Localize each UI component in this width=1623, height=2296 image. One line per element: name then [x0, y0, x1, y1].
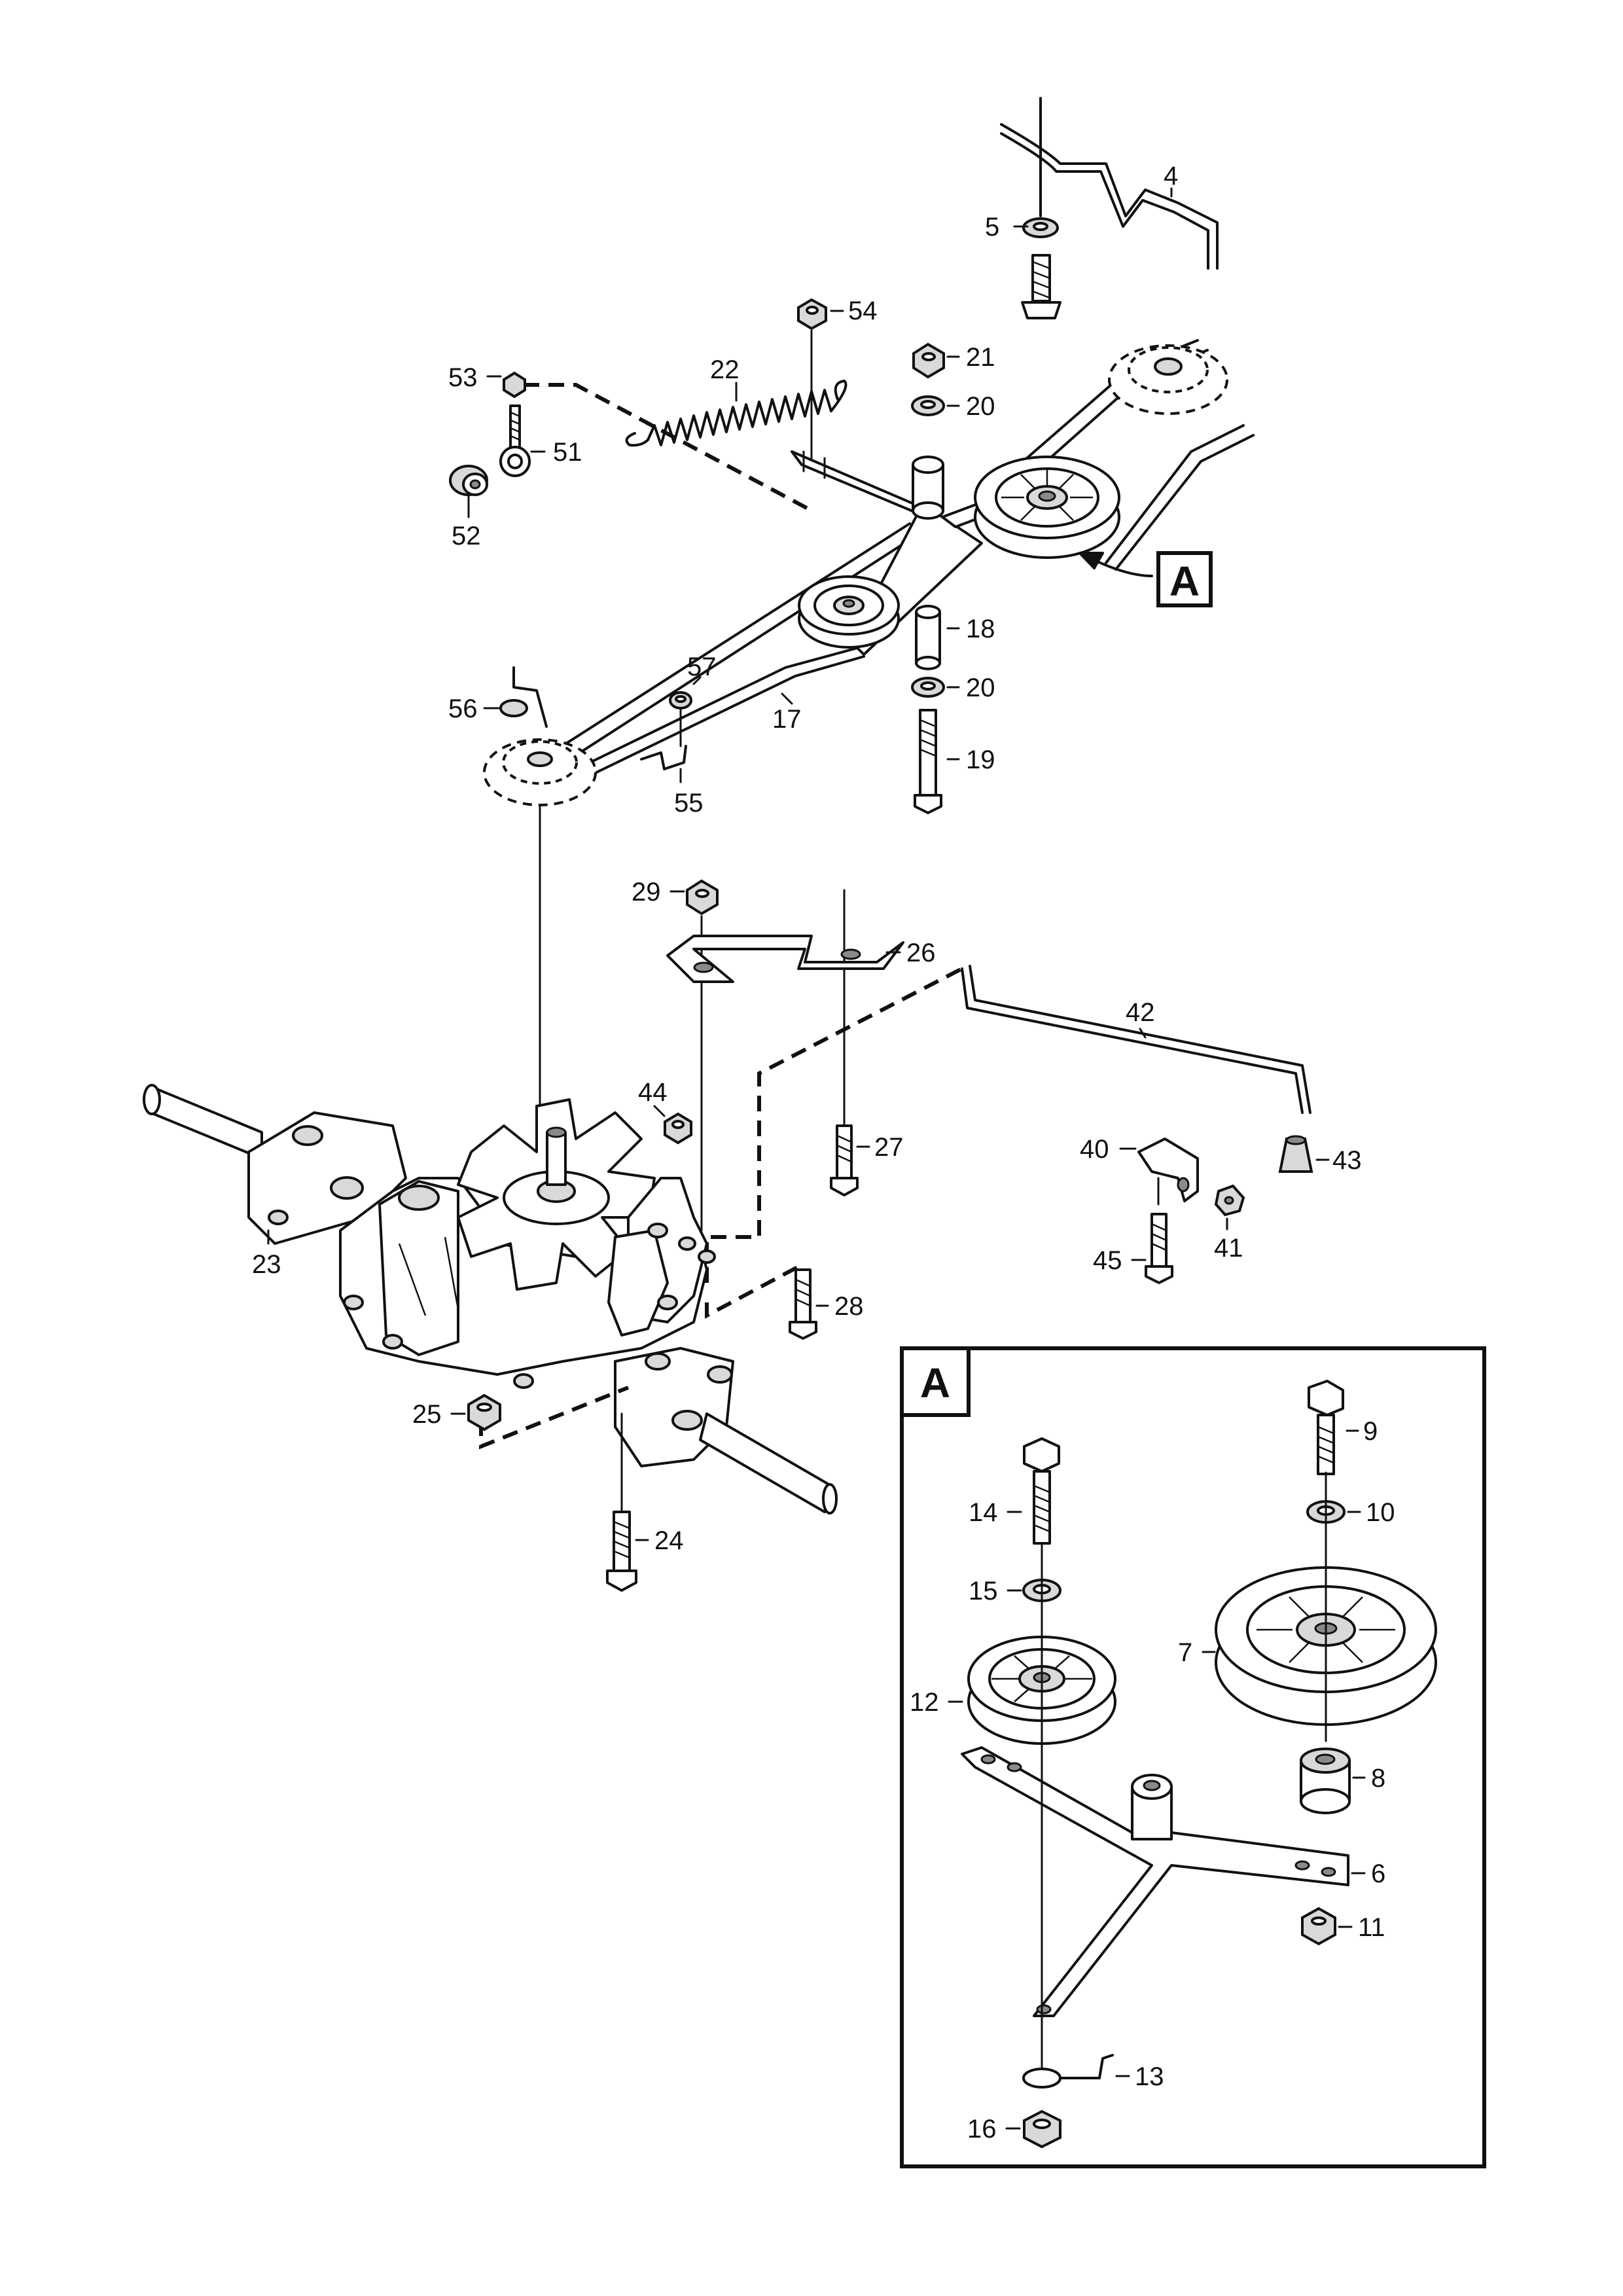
part-53-nut: [503, 371, 526, 399]
label-54: 54: [848, 296, 878, 325]
part-57-nut: [669, 691, 692, 709]
part-20-washer-lower: [911, 677, 945, 698]
part-28-dashed-path: [705, 1261, 806, 1319]
part-22-spring: [625, 380, 847, 447]
callout-arrow-head: [1079, 552, 1104, 569]
part-54-nut: [797, 298, 827, 331]
label-57: 57: [687, 653, 717, 681]
part-24-bolt: [606, 1511, 637, 1592]
part-9-bolt: [1308, 1380, 1344, 1475]
part-labels: 4 5 54 22 21 20 53 51 52 18 20 57 56 17 …: [252, 162, 1362, 1555]
part-43-cap: [1278, 1135, 1313, 1173]
cooling-fan: [457, 1098, 656, 1291]
label-7: 7: [1178, 1638, 1192, 1667]
label-26: 26: [906, 939, 936, 967]
part-28-bolt: [789, 1268, 817, 1340]
part-20-washer-upper: [911, 395, 945, 416]
label-23: 23: [252, 1250, 281, 1279]
label-28: 28: [834, 1292, 864, 1321]
part-12-pulley: [967, 1636, 1116, 1745]
label-55: 55: [674, 789, 704, 817]
label-8: 8: [1371, 1764, 1385, 1793]
label-15: 15: [969, 1577, 998, 1605]
label-45: 45: [1093, 1246, 1122, 1275]
part-11-nut: [1301, 1907, 1336, 1946]
label-21: 21: [966, 343, 995, 372]
label-40: 40: [1080, 1135, 1109, 1164]
label-25: 25: [412, 1400, 442, 1429]
part-51-eyebolt: [499, 404, 531, 477]
label-10: 10: [1366, 1498, 1395, 1527]
label-16: 16: [967, 2115, 997, 2144]
inset-a: A: [900, 1346, 1486, 2168]
part-42-dashed-path: [705, 967, 963, 1283]
part-5-screw: [1021, 254, 1061, 319]
part-52-bushing: [449, 465, 488, 496]
part-26-bracket: [666, 935, 904, 983]
label-4: 4: [1164, 162, 1178, 190]
part-8-bushing: [1300, 1748, 1351, 1814]
label-22: 22: [710, 355, 740, 384]
label-5: 5: [985, 213, 999, 242]
part-19-bolt: [914, 709, 942, 814]
part-56-clip: [499, 666, 548, 728]
label-18: 18: [966, 615, 995, 643]
label-12: 12: [910, 1688, 939, 1717]
label-52: 52: [452, 522, 481, 550]
inset-tag: A: [920, 1359, 950, 1407]
part-25-dashed-path: [479, 1386, 630, 1450]
label-17: 17: [772, 705, 802, 734]
part-53-guide-line: [524, 383, 813, 512]
part-42-rod: [961, 965, 1311, 1114]
part-14-bolt: [1023, 1437, 1060, 1545]
label-6: 6: [1371, 1859, 1385, 1888]
part-27-bolt: [830, 1124, 859, 1196]
part-44-nut: [664, 1112, 692, 1145]
label-14: 14: [969, 1498, 998, 1527]
callout-tag: A: [1169, 558, 1200, 605]
label-43: 43: [1332, 1146, 1362, 1175]
part-4-rod: [1000, 97, 1219, 270]
label-53: 53: [448, 363, 478, 392]
label-41: 41: [1214, 1234, 1243, 1263]
idler-pulley-large: [974, 456, 1120, 559]
right-belt-pulley: [1108, 344, 1228, 415]
label-44: 44: [638, 1078, 668, 1107]
label-24: 24: [654, 1526, 684, 1555]
part-40-bracket: [1137, 1138, 1199, 1206]
part-21-nut: [912, 342, 945, 379]
label-13: 13: [1135, 2062, 1164, 2091]
label-56: 56: [448, 694, 478, 723]
part-18-spacer: [915, 605, 941, 670]
part-25-nut: [467, 1393, 501, 1431]
label-29: 29: [632, 878, 661, 906]
label-27: 27: [874, 1133, 904, 1162]
part-18-spacer-top: [912, 456, 944, 520]
label-19: 19: [966, 745, 995, 774]
part-55-guide: [640, 709, 687, 770]
label-11: 11: [1358, 1913, 1385, 1942]
label-42: 42: [1126, 998, 1155, 1027]
label-20b: 20: [966, 673, 995, 702]
part-5-washer: [1022, 217, 1059, 238]
label-20a: 20: [966, 392, 995, 421]
left-belt-pulley: [483, 738, 597, 806]
label-51: 51: [553, 438, 582, 467]
idler-pulley-small: [798, 575, 900, 649]
label-9: 9: [1363, 1417, 1378, 1446]
part-13-clip: [1022, 2054, 1114, 2089]
part-45-bolt: [1145, 1213, 1173, 1284]
part-6-bracket: [961, 1746, 1349, 2017]
part-16-nut: [1023, 2109, 1061, 2149]
part-41-nut: [1214, 1184, 1245, 1217]
part-23-transaxle: [143, 1084, 838, 1515]
part-29-nut: [686, 879, 719, 916]
callout-box-a: A: [1156, 551, 1213, 607]
